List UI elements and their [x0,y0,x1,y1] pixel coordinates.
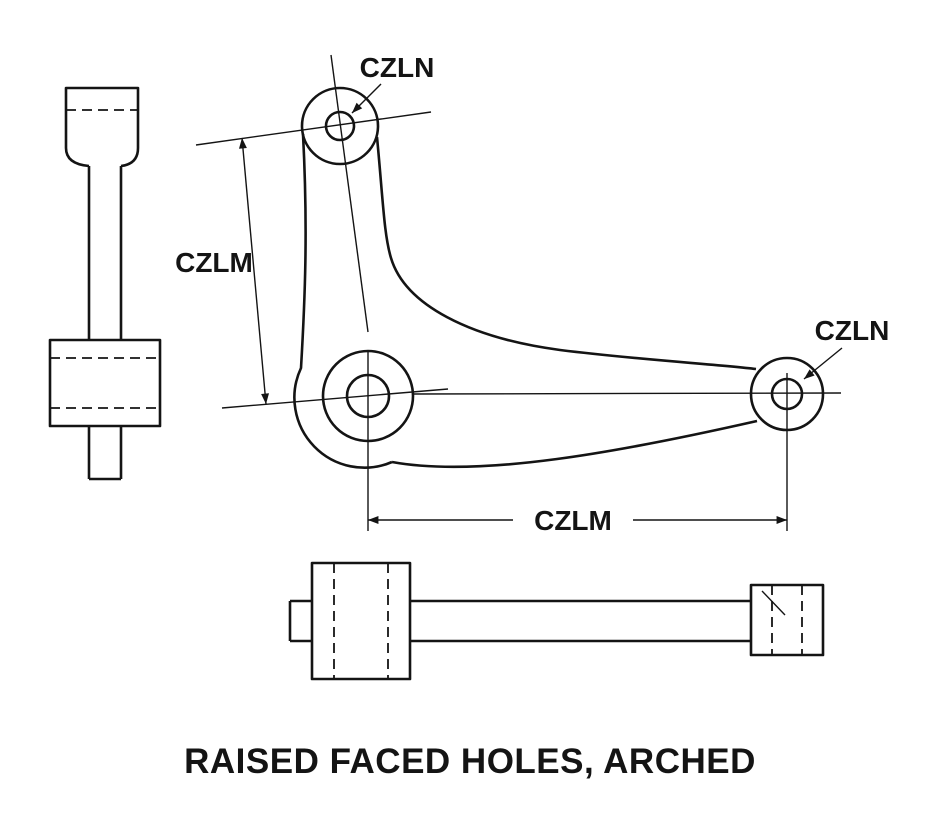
top-boss-circle [300,86,380,166]
dimension-label-diagonal: CZLM [175,247,253,278]
front-view [195,54,842,531]
left-raised-face-circle [321,349,415,443]
top-boss-profile [64,86,140,168]
bottom-side-view [288,561,825,681]
left-hole-cross-centerline [221,388,449,409]
dimensions: CZLM CZLM CZLN CZLN [175,52,889,536]
drawing-title: RAISED FACED HOLES, ARCHED [184,742,756,781]
middle-boss-profile [48,338,162,428]
left-side-view [48,86,162,481]
right-boss-circle [749,356,825,432]
horizontal-centerline [412,392,842,395]
right-end-block [749,583,825,657]
diagonal-dimension-line [238,137,270,405]
top-hole-circle [324,110,356,142]
left-boss-block [310,561,412,681]
top-hole-cross-centerline [195,111,432,146]
arm-left-edge [293,133,393,469]
dimension-label-horizontal: CZLM [534,505,612,536]
top-hole-leader-line [351,83,382,114]
right-end-break-line [761,590,786,616]
arm-top-arched-edge [375,136,757,371]
right-hole-leader-line [803,347,843,380]
right-hole-circle [770,377,804,411]
hole-label-top: CZLN [360,52,435,83]
arm-axis-centerline [330,54,369,333]
left-hole-circle [345,373,391,419]
hole-label-right: CZLN [815,315,890,346]
arm-bottom-arched-edge [391,419,758,469]
